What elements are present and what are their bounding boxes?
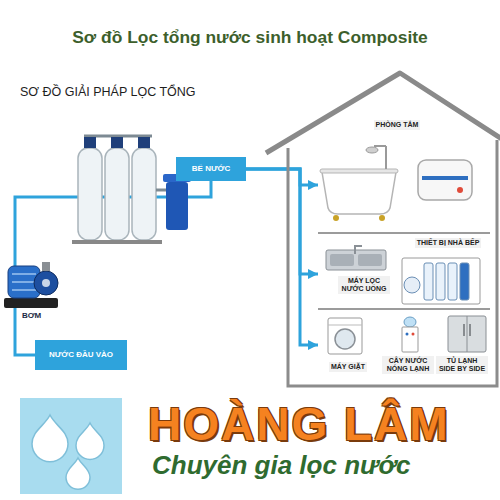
pipe-connector: [246, 169, 318, 345]
room-label: PHÒNG TẮM: [374, 120, 421, 130]
filter-tanks: [84, 137, 96, 148]
bathtub-icon: [320, 146, 398, 221]
bathtub-icon: [385, 146, 387, 169]
bathtub-icon: [379, 215, 385, 221]
water-heater-icon: [422, 176, 468, 180]
sink-icon: [358, 254, 382, 266]
water-tank-box: BỂ NƯỚC: [176, 157, 246, 181]
fridge-icon: [448, 316, 486, 352]
brand-slogan: Chuyên gia lọc nước: [152, 452, 411, 478]
ro-purifier-icon: [460, 263, 469, 300]
house-outline: [288, 140, 497, 386]
filter-tanks: [72, 240, 162, 244]
washing-machine-icon: [335, 329, 355, 349]
washing-machine-icon: [328, 318, 362, 354]
ro-purifier-icon: [436, 263, 445, 300]
sink-icon: [330, 254, 354, 266]
sink-icon: [355, 246, 362, 254]
ro-purifier-icon: [402, 258, 480, 304]
house-outline: [266, 73, 500, 386]
pump-icon: [34, 271, 58, 295]
connector-group: [15, 169, 318, 355]
water-cooler-icon: [402, 327, 418, 352]
logo-drops: [20, 398, 122, 494]
logo-drops: [20, 398, 122, 494]
pump-icon: [12, 289, 36, 291]
house-outline: [266, 73, 500, 153]
bathtub-icon: [333, 215, 339, 221]
pump-icon: [12, 273, 36, 275]
pump-icon: [4, 262, 58, 308]
washing-machine-icon: [328, 325, 362, 326]
brand-name: HOÀNG LÂM: [148, 401, 450, 447]
water-heater-icon: [418, 160, 472, 200]
device-label: TỦ LẠNH SIDE BY SIDE: [436, 356, 488, 374]
bathtub-icon: [322, 172, 396, 214]
sink-icon: [326, 246, 386, 270]
filter-tanks: [111, 137, 123, 148]
water-cooler-icon: [406, 333, 409, 336]
ro-purifier-icon: [404, 277, 420, 293]
filter-tanks: [78, 148, 102, 240]
cartridge-filter: [166, 182, 188, 230]
bathtub-icon: [320, 169, 398, 173]
water-cooler-icon: [404, 317, 416, 327]
box-label: BỂ NƯỚC: [192, 164, 230, 174]
box-label: NƯỚC ĐẦU VÀO: [49, 350, 113, 360]
filter-tanks: [105, 148, 129, 240]
room-label: THIẾT BỊ NHÀ BẾP: [415, 238, 482, 248]
water-cooler-icon: [412, 333, 415, 336]
ro-purifier-icon: [424, 263, 433, 300]
bathtub-icon: [366, 147, 378, 153]
filter-tanks: [138, 137, 150, 148]
device-label: MÁY GIẶT: [329, 362, 367, 372]
device-label: CÂY NƯỚC NÓNG LẠNH: [382, 356, 434, 374]
logo-drops: [32, 415, 68, 462]
ro-purifier-icon: [448, 263, 457, 300]
pump-label: BƠM: [22, 312, 41, 320]
bathroom-floor: PHÒNG TẮM: [318, 118, 490, 234]
filter-tanks: [132, 148, 156, 240]
pump-icon: [4, 298, 58, 308]
water-heater-icon: [418, 160, 472, 200]
water-cooler-icon: [402, 317, 418, 352]
pipe-connector: [246, 169, 318, 274]
fridge-icon: [467, 316, 468, 352]
bathtub-icon: [374, 145, 386, 147]
input-water-box: NƯỚC ĐẦU VÀO: [35, 340, 127, 370]
logo-drops: [66, 458, 90, 489]
washing-machine-icon: [328, 318, 362, 354]
pump-icon: [42, 262, 50, 271]
section-heading: SƠ ĐỒ GIẢI PHÁP LỌC TỔNG: [20, 86, 196, 99]
cartridge-filter: [163, 174, 191, 230]
pump-icon: [12, 281, 36, 283]
fridge-icon: [469, 324, 471, 336]
fridge-icon: [463, 324, 465, 336]
device-label: MÁY LỌC NƯỚC UỐNG: [338, 276, 390, 294]
pump-icon: [42, 279, 50, 287]
fridge-icon: [448, 316, 486, 352]
pipe-connector: [246, 169, 318, 185]
kitchen-floor: THIẾT BỊ NHÀ BẾP MÁY LỌC NƯỚC UỐNG: [318, 236, 490, 310]
water-heater-icon: [457, 187, 463, 193]
filter-tanks: [156, 189, 166, 192]
logo-drops: [76, 423, 104, 459]
diagram-title: Sơ đồ Lọc tổng nước sinh hoạt Composite: [0, 27, 500, 48]
ro-purifier-icon: [402, 258, 480, 304]
filter-tanks: [72, 136, 166, 244]
appliance-floor: MÁY GIẶT CÂY NƯỚC NÓNG LẠNHTỦ LẠNH SIDE B…: [318, 312, 490, 385]
